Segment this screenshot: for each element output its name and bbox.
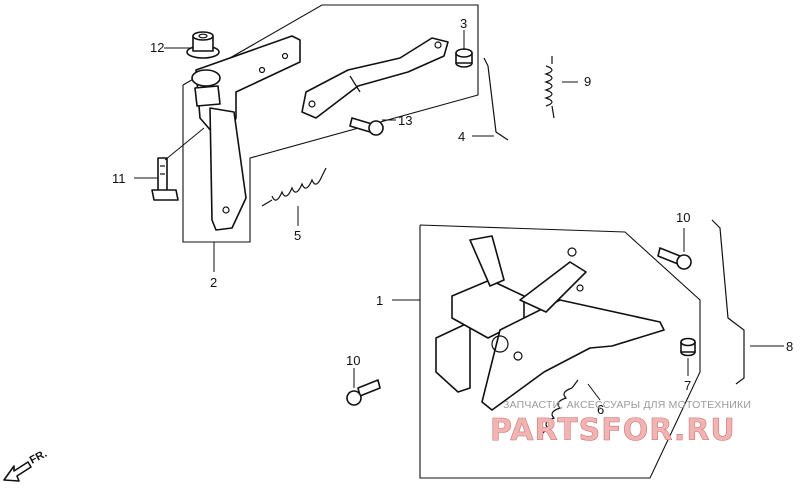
spring-part-6 (539, 379, 579, 437)
watermark-brand: PARTSFOR.RU (490, 413, 736, 448)
label-part-12: 12 (150, 40, 164, 55)
rod-part-4 (483, 57, 509, 141)
grommet-part-3 (455, 48, 473, 68)
label-part-13: 13 (398, 113, 412, 128)
link-plate (301, 37, 449, 119)
label-part-5: 5 (294, 228, 301, 243)
label-part-4: 4 (458, 129, 465, 144)
spring-part-9 (544, 56, 555, 119)
label-part-10-upper: 10 (676, 210, 690, 225)
label-part-10-lower: 10 (346, 353, 360, 368)
front-direction-arrow-icon (3, 461, 32, 482)
collar-part-7 (680, 337, 696, 357)
label-part-11: 11 (112, 171, 126, 186)
label-part-8: 8 (786, 339, 793, 354)
label-part-1: 1 (376, 293, 383, 308)
control-assembly-part-1 (435, 235, 665, 411)
bolt-part-10-upper (657, 247, 692, 270)
label-part-9: 9 (584, 74, 591, 89)
lower-assembly-frame (419, 224, 701, 479)
label-part-6: 6 (597, 402, 604, 417)
label-part-2: 2 (210, 275, 217, 290)
bolt-part-10-lower (346, 379, 381, 406)
lever-bracket-part-2 (191, 35, 301, 231)
label-part-7: 7 (684, 378, 691, 393)
spring-part-5 (261, 167, 327, 207)
leader-lines (134, 30, 784, 401)
label-part-3: 3 (460, 16, 467, 31)
bolt-part-13 (349, 117, 384, 136)
rod-part-8 (711, 219, 745, 385)
front-direction-label: FR. (28, 448, 49, 467)
watermark-caption: ЗАПЧАСТИ, АКСЕССУАРЫ ДЛЯ МОТОТЕХНИКИ (503, 399, 751, 411)
bolt-part-11 (151, 157, 179, 201)
flange-nut-part-12 (186, 31, 220, 59)
